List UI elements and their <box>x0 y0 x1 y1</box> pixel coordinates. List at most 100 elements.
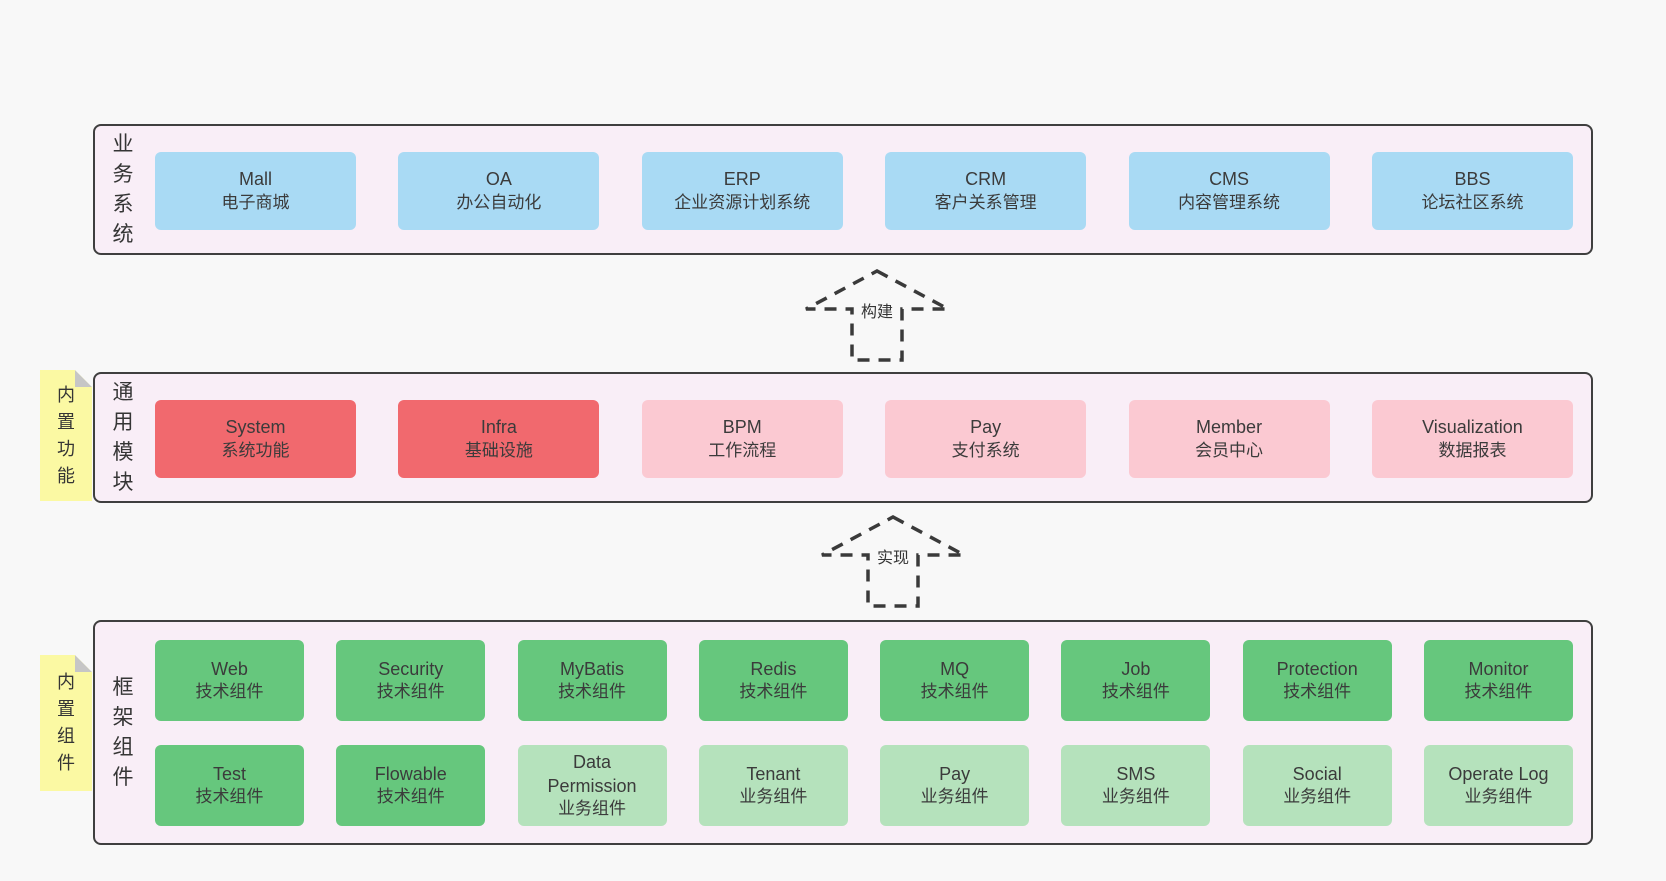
card-mq: MQ 技术组件 <box>880 640 1030 721</box>
card-subtitle: 系统功能 <box>221 440 290 460</box>
card-subtitle: 技术组件 <box>195 787 264 807</box>
card-flowable: Flowable 技术组件 <box>336 745 486 826</box>
card-subtitle: 业务组件 <box>1101 787 1170 807</box>
build-arrow-label: 构建 <box>857 302 897 325</box>
up-arrow-icon <box>821 515 965 608</box>
card-title: Visualization <box>1422 417 1523 438</box>
card-subtitle: 论坛社区系统 <box>1421 192 1524 212</box>
card-infra: Infra 基础设施 <box>398 400 600 478</box>
card-tenant: Tenant 业务组件 <box>698 745 848 826</box>
card-title: Operate Log <box>1448 763 1549 784</box>
card-job: Job 技术组件 <box>1061 640 1211 721</box>
card-subtitle: 技术组件 <box>1101 682 1170 702</box>
card-title: Pay <box>970 417 1002 438</box>
card-test: Test 技术组件 <box>155 745 304 826</box>
framework-components-container: 框架组件 Web 技术组件 Security 技术组件 MyBatis 技术组件… <box>93 620 1593 845</box>
builtin-components-note-label: 内置组件 <box>57 672 75 773</box>
card-title: ERP <box>723 169 761 190</box>
common-modules-vertical-label: 通用模块 <box>112 380 134 494</box>
implement-arrow: 实现 <box>818 514 968 609</box>
card-subtitle: 技术组件 <box>920 682 989 702</box>
card-title: Member <box>1196 417 1263 438</box>
builtin-components-note: 内置组件 <box>40 655 92 791</box>
card-data-permission: Data Permission 业务组件 <box>517 745 667 826</box>
card-title: MQ <box>940 658 970 679</box>
card-subtitle: 业务组件 <box>558 799 627 819</box>
card-title: Redis <box>750 658 797 679</box>
card-web: Web 技术组件 <box>155 640 304 721</box>
card-member: Member 会员中心 <box>1128 400 1330 478</box>
card-monitor: Monitor 技术组件 <box>1423 640 1573 721</box>
card-title: OA <box>485 169 512 190</box>
card-subtitle: 技术组件 <box>558 682 627 702</box>
business-systems-row: Mall 电子商城 OA 办公自动化 ERP 企业资源计划系统 CRM 客户关系… <box>155 152 1573 230</box>
card-subtitle: 技术组件 <box>195 682 264 702</box>
card-title: BBS <box>1454 169 1491 190</box>
card-title: Infra <box>480 417 517 438</box>
card-subtitle: 会员中心 <box>1195 440 1264 460</box>
card-title: CMS <box>1209 169 1250 190</box>
card-title: Protection <box>1276 658 1358 679</box>
card-bbs: BBS 论坛社区系统 <box>1371 152 1573 230</box>
card-title: System <box>225 417 286 438</box>
card-visualization: Visualization 数据报表 <box>1371 400 1573 478</box>
card-subtitle: 基础设施 <box>464 440 533 460</box>
card-title: Test <box>212 763 246 784</box>
card-mall: Mall 电子商城 <box>155 152 356 230</box>
card-title: Web <box>211 658 248 679</box>
card-mybatis: MyBatis 技术组件 <box>517 640 667 721</box>
card-title: CRM <box>965 169 1007 190</box>
card-subtitle: 工作流程 <box>708 440 777 460</box>
business-systems-vertical-label: 业务系统 <box>112 132 134 246</box>
card-security: Security 技术组件 <box>336 640 486 721</box>
card-pay-component: Pay 业务组件 <box>880 745 1030 826</box>
business-systems-container: 业务系统 Mall 电子商城 OA 办公自动化 ERP 企业资源计划系统 CRM… <box>93 124 1593 255</box>
card-subtitle: 技术组件 <box>376 682 445 702</box>
card-operate-log: Operate Log 业务组件 <box>1423 745 1573 826</box>
card-subtitle: 支付系统 <box>951 440 1020 460</box>
card-subtitle: 办公自动化 <box>456 192 542 212</box>
common-modules-row: System 系统功能 Infra 基础设施 BPM 工作流程 Pay 支付系统… <box>155 400 1573 478</box>
card-subtitle: 业务组件 <box>1464 787 1533 807</box>
card-title: Pay <box>939 763 971 784</box>
folded-corner-icon <box>75 370 92 387</box>
card-subtitle: 业务组件 <box>1283 787 1352 807</box>
card-oa: OA 办公自动化 <box>398 152 600 230</box>
card-erp: ERP 企业资源计划系统 <box>641 152 843 230</box>
card-bpm: BPM 工作流程 <box>641 400 843 478</box>
card-subtitle: 客户关系管理 <box>934 192 1037 212</box>
card-title: Social <box>1292 763 1342 784</box>
card-pay-module: Pay 支付系统 <box>885 400 1087 478</box>
card-subtitle: 内容管理系统 <box>1178 192 1281 212</box>
framework-components-vertical-label: 框架组件 <box>112 675 134 789</box>
common-modules-container: 通用模块 System 系统功能 Infra 基础设施 BPM 工作流程 Pay… <box>93 372 1593 503</box>
card-title: BPM <box>722 417 762 438</box>
card-subtitle: 技术组件 <box>739 682 808 702</box>
card-subtitle: 技术组件 <box>1464 682 1533 702</box>
card-title: MyBatis <box>560 658 625 679</box>
card-title: Flowable <box>374 763 447 784</box>
implement-arrow-label: 实现 <box>873 548 913 571</box>
folded-corner-icon <box>75 655 92 672</box>
card-subtitle: 电子商城 <box>221 192 290 212</box>
card-cms: CMS 内容管理系统 <box>1128 152 1330 230</box>
card-sms: SMS 业务组件 <box>1061 745 1211 826</box>
builtin-features-note-label: 内置功能 <box>57 384 75 486</box>
card-title: Tenant <box>746 763 801 784</box>
card-title: Job <box>1121 658 1151 679</box>
card-subtitle: 业务组件 <box>920 787 989 807</box>
card-subtitle: 技术组件 <box>1283 682 1352 702</box>
framework-components-row-1: Web 技术组件 Security 技术组件 MyBatis 技术组件 Redi… <box>155 640 1573 721</box>
card-system: System 系统功能 <box>155 400 356 478</box>
card-subtitle: 技术组件 <box>376 787 445 807</box>
card-title: Monitor <box>1468 658 1529 679</box>
card-title: SMS <box>1116 763 1156 784</box>
card-subtitle: 业务组件 <box>739 787 808 807</box>
builtin-features-note: 内置功能 <box>40 370 92 501</box>
card-subtitle: 数据报表 <box>1438 440 1507 460</box>
card-social: Social 业务组件 <box>1242 745 1392 826</box>
up-arrow-icon <box>805 269 949 362</box>
card-subtitle: 企业资源计划系统 <box>674 192 811 212</box>
card-title: Security <box>378 658 444 679</box>
card-protection: Protection 技术组件 <box>1242 640 1392 721</box>
